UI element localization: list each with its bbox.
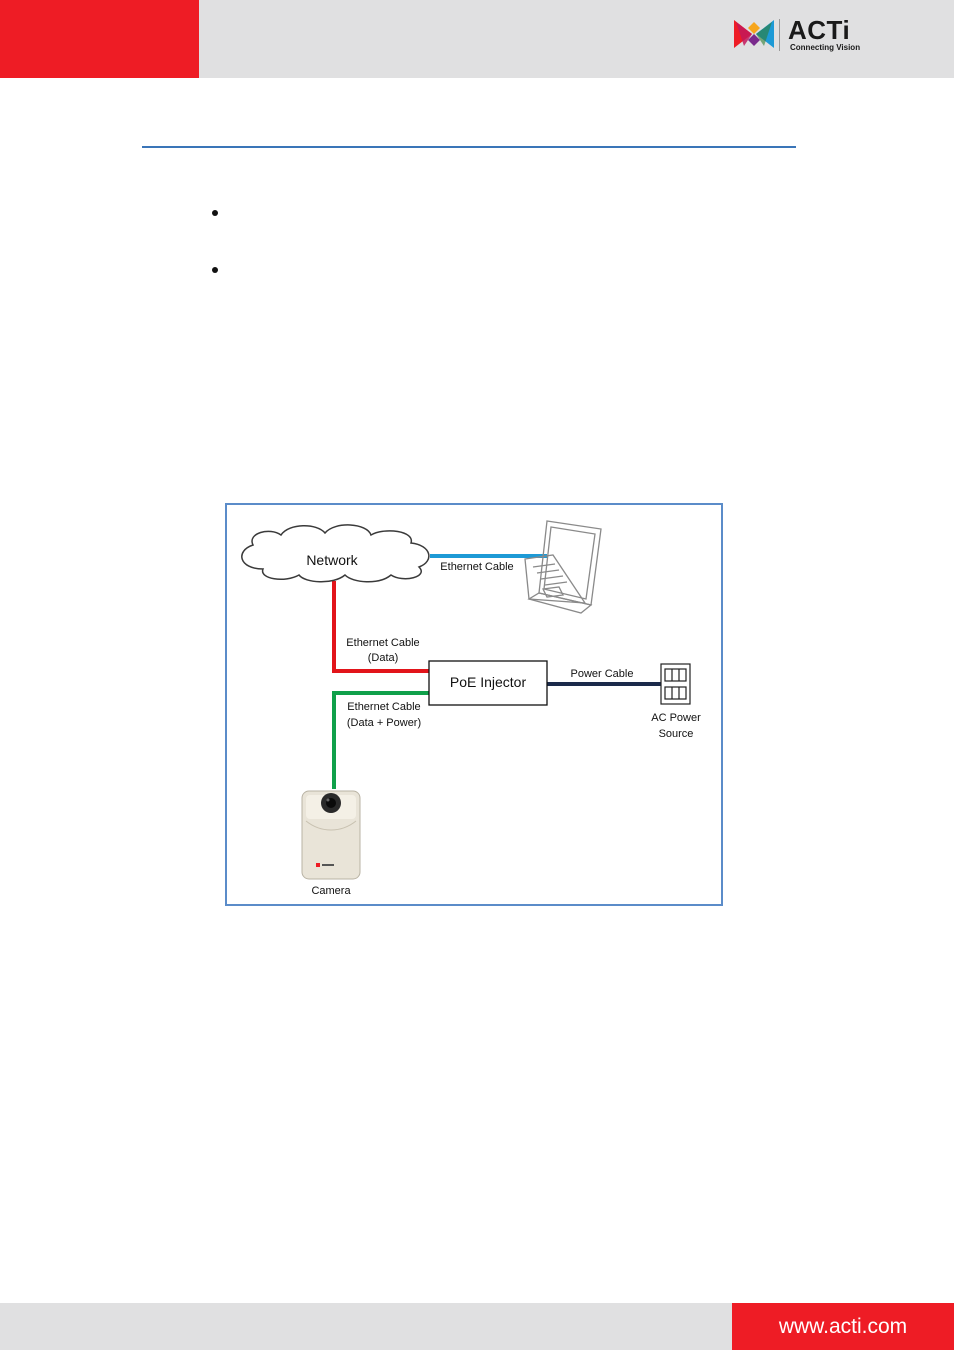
power-data-cable-label-line2: (Data + Power) (347, 717, 421, 729)
power-data-cable-label-line1: Ethernet Cable (347, 701, 420, 713)
footer-website-link[interactable]: www.acti.com (778, 1315, 908, 1338)
data-ethernet-cable (332, 581, 429, 673)
bullet-point (212, 210, 218, 216)
laptop-icon (524, 520, 602, 614)
logo-wordmark: ACTi (788, 15, 851, 45)
ac-power-label-line1: AC Power (651, 712, 701, 724)
ac-power-outlet-icon (660, 663, 691, 705)
laptop-cable-label: Ethernet Cable (440, 561, 513, 573)
poe-connection-diagram: Network Ethernet Cable Ethernet Cable (D… (225, 503, 723, 906)
data-cable-label-line1: Ethernet Cable (346, 637, 419, 649)
camera-icon (301, 790, 361, 880)
logo-tagline: Connecting Vision (790, 43, 861, 52)
power-ethernet-cable (332, 691, 429, 789)
network-label: Network (306, 552, 358, 568)
network-cloud-icon (241, 524, 430, 583)
ac-power-label-line2: Source (659, 728, 694, 740)
section-rule (142, 146, 796, 148)
header-red-block (0, 0, 199, 78)
acti-logo-mark-icon (734, 20, 774, 48)
data-cable-label-line2: (Data) (368, 652, 399, 664)
acti-logo[interactable]: ACTi Connecting Vision (732, 16, 872, 56)
poe-injector-box (428, 660, 548, 706)
logo-divider (779, 19, 780, 51)
camera-label: Camera (311, 885, 351, 897)
bullet-point (212, 267, 218, 273)
footer-red-block (732, 1303, 954, 1350)
power-cable-label: Power Cable (571, 668, 634, 680)
poe-injector-label: PoE Injector (450, 674, 527, 690)
